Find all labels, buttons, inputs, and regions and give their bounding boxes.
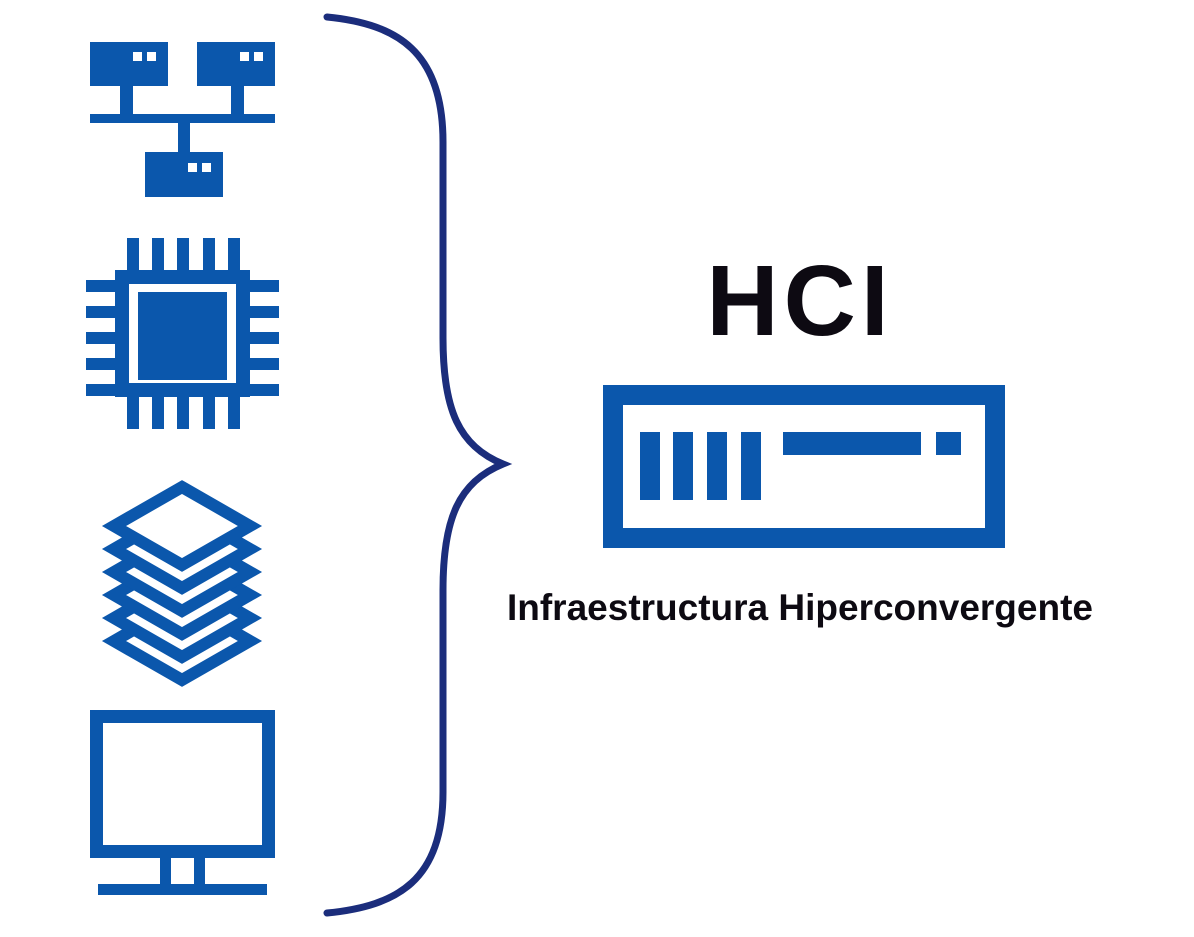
- monitor-icon: [90, 710, 275, 895]
- network-icon: [90, 42, 275, 197]
- cpu-icon: [86, 238, 279, 429]
- server-icon: [603, 385, 1005, 548]
- layers-icon: [101, 480, 263, 687]
- hci-title: HCI: [706, 245, 894, 357]
- hci-subtitle: Infraestructura Hiperconvergente: [506, 587, 1093, 628]
- curly-brace: [323, 13, 513, 917]
